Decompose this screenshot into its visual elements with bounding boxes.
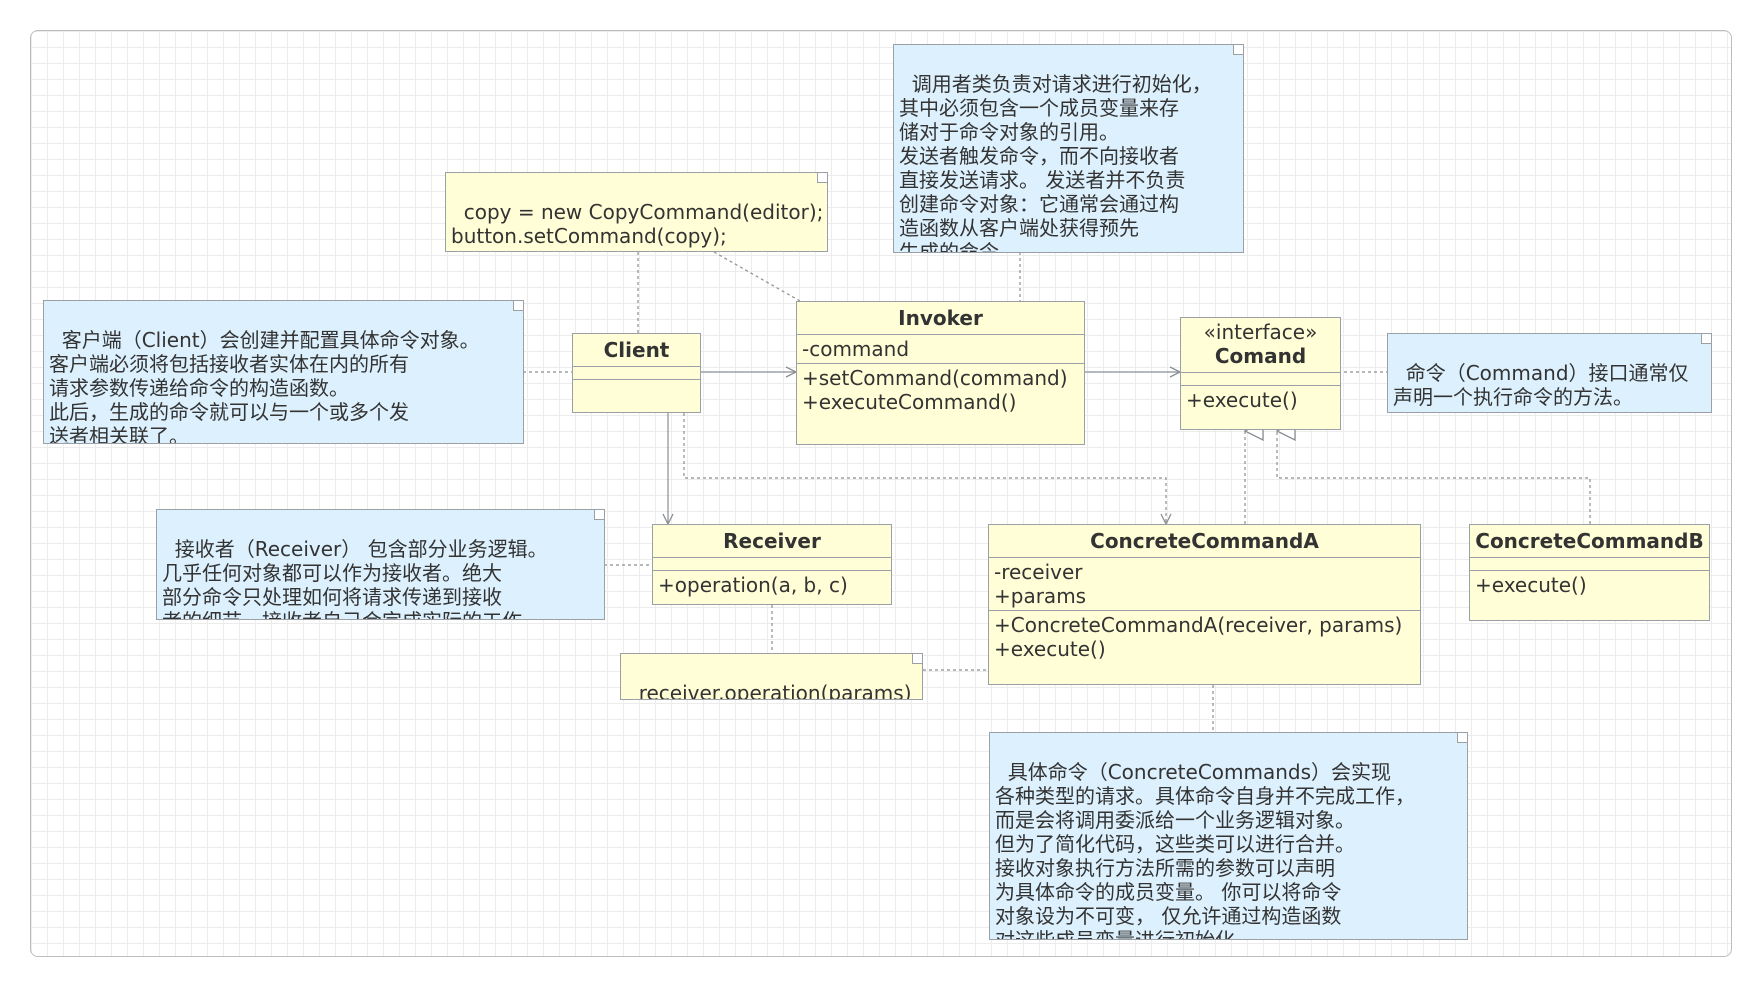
class-concrete-b-methods: +execute() (1470, 571, 1709, 599)
receiver-note-text: 接收者（Receiver） 包含部分业务逻辑。 几乎任何对象都可以作为接收者。绝… (162, 537, 548, 619)
class-invoker[interactable]: Invoker -command +setCommand(command) +e… (796, 301, 1085, 445)
class-command-interface[interactable]: «interface» Comand +execute() (1180, 317, 1341, 430)
note-fold-corner (513, 301, 523, 311)
field-command: -command (802, 337, 910, 361)
method-set-command: +setCommand(command) (802, 366, 1068, 390)
command-note-text: 命令（Command）接口通常仅 声明一个执行命令的方法。 (1393, 361, 1689, 409)
class-receiver-name: Receiver (653, 525, 891, 558)
concrete-commands-note: 具体命令（ConcreteCommands）会实现 各种类型的请求。具体命令自身… (989, 732, 1468, 940)
method-execute: +execute() (1186, 388, 1298, 412)
class-concrete-command-a[interactable]: ConcreteCommandA -receiver +params +Conc… (988, 524, 1421, 685)
method-execute: +execute() (994, 637, 1106, 661)
class-receiver-methods: +operation(a, b, c) (653, 571, 891, 599)
class-concrete-b-fields (1470, 558, 1709, 571)
command-note: 命令（Command）接口通常仅 声明一个执行命令的方法。 (1387, 333, 1712, 413)
class-concrete-a-name: ConcreteCommandA (989, 525, 1420, 558)
receiver-code-note: receiver.operation(params) (620, 653, 923, 700)
class-client-fields (573, 367, 700, 380)
receiver-note: 接收者（Receiver） 包含部分业务逻辑。 几乎任何对象都可以作为接收者。绝… (156, 509, 605, 620)
class-invoker-fields: -command (797, 335, 1084, 364)
note-fold-corner (817, 173, 827, 183)
client-note: 客户端（Client）会创建并配置具体命令对象。 客户端必须将包括接收者实体在内… (43, 300, 524, 444)
class-receiver-fields (653, 558, 891, 571)
class-client-name: Client (573, 334, 700, 367)
class-invoker-name: Invoker (797, 302, 1084, 335)
class-concrete-b-name: ConcreteCommandB (1470, 525, 1709, 558)
class-client[interactable]: Client (572, 333, 701, 413)
class-concrete-a-fields: -receiver +params (989, 558, 1420, 611)
note-fold-corner (1701, 334, 1711, 344)
method-execute-command: +executeCommand() (802, 390, 1017, 414)
diagram-canvas (30, 30, 1732, 957)
class-command-name: Comand (1214, 344, 1307, 368)
class-concrete-command-b[interactable]: ConcreteCommandB +execute() (1469, 524, 1710, 621)
note-fold-corner (1233, 45, 1243, 55)
client-code-note: copy = new CopyCommand(editor); button.s… (445, 172, 828, 252)
class-command-methods: +execute() (1181, 386, 1340, 414)
method-operation: +operation(a, b, c) (658, 573, 848, 597)
interface-stereotype: «interface» (1203, 320, 1318, 344)
invoker-note: 调用者类负责对请求进行初始化， 其中必须包含一个成员变量来存 储对于命令对象的引… (893, 44, 1244, 253)
client-note-text: 客户端（Client）会创建并配置具体命令对象。 客户端必须将包括接收者实体在内… (49, 328, 480, 444)
class-invoker-methods: +setCommand(command) +executeCommand() (797, 364, 1084, 416)
client-code-text: copy = new CopyCommand(editor); button.s… (451, 200, 824, 248)
note-fold-corner (594, 510, 604, 520)
class-command-fields (1181, 373, 1340, 386)
method-execute: +execute() (1475, 573, 1587, 597)
concrete-commands-note-text: 具体命令（ConcreteCommands）会实现 各种类型的请求。具体命令自身… (995, 760, 1415, 940)
note-fold-corner (1457, 733, 1467, 743)
method-constructor: +ConcreteCommandA(receiver, params) (994, 613, 1403, 637)
invoker-note-text: 调用者类负责对请求进行初始化， 其中必须包含一个成员变量来存 储对于命令对象的引… (899, 72, 1212, 253)
class-concrete-a-methods: +ConcreteCommandA(receiver, params) +exe… (989, 611, 1420, 663)
field-receiver: -receiver (994, 560, 1083, 584)
class-receiver[interactable]: Receiver +operation(a, b, c) (652, 524, 892, 605)
class-client-methods (573, 380, 700, 392)
class-command-header: «interface» Comand (1181, 318, 1340, 373)
field-params: +params (994, 584, 1087, 608)
note-fold-corner (912, 654, 922, 664)
receiver-code-text: receiver.operation(params) (638, 681, 912, 700)
